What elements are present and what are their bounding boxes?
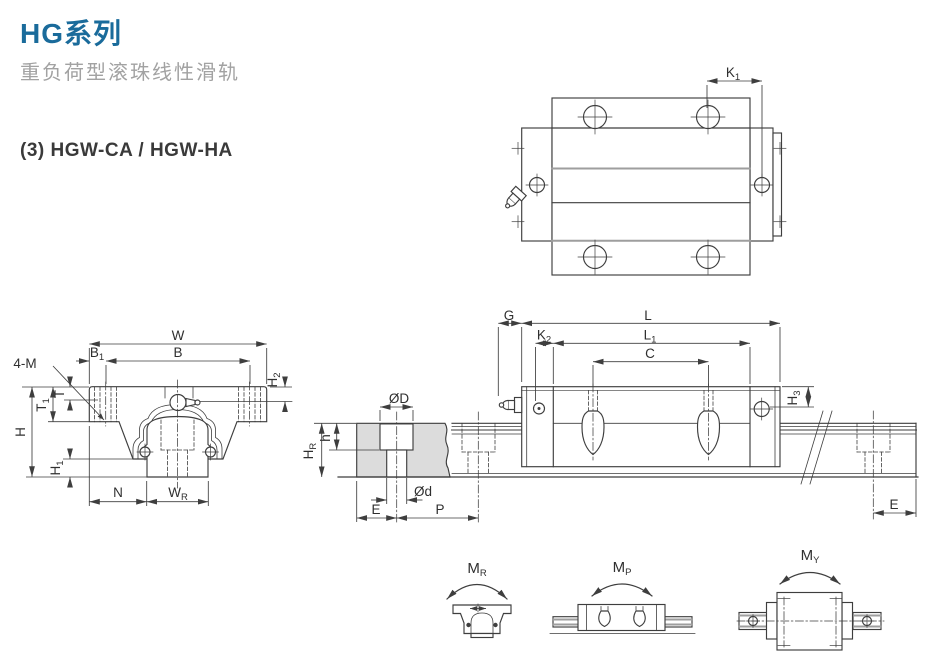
dim-label-g: G [504, 308, 515, 323]
dim-label-w: W [172, 328, 185, 343]
moment-arrow-mr [446, 584, 508, 600]
dim-label-e-right: E [889, 497, 898, 512]
dim-label-l: L [644, 308, 652, 323]
moment-arrow-my [779, 572, 841, 585]
grease-nipple-front-icon [164, 386, 293, 412]
page-title: HG系列 [20, 18, 123, 49]
dim-n-wr: N WR [88, 426, 209, 506]
dim-label-h: H [13, 427, 28, 437]
top-view-drawing: K1 [505, 65, 787, 276]
dim-label-k2: K2 [537, 328, 551, 346]
moment-label-mr: MR [467, 560, 487, 579]
moment-mr-diagram: MR [446, 560, 512, 639]
dim-l1: L1 [552, 328, 751, 384]
dim-g: G [497, 308, 523, 396]
ball-slot-1 [581, 383, 605, 461]
rail-bolt-hole-hidden [160, 419, 195, 477]
dim-label-e-left: E [371, 502, 380, 517]
dim-l: L [521, 308, 781, 382]
rail-hole-hidden-left [461, 411, 496, 523]
dim-label-n: N [113, 485, 123, 500]
dim-od: ØD [379, 391, 414, 421]
dim-label-p: P [435, 502, 444, 517]
dim-label-4m: 4-M [13, 356, 36, 371]
moment-label-my: MY [801, 547, 821, 566]
page-subtitle: 重负荷型滚珠线性滑轨 [20, 62, 240, 84]
dim-od-small: Ød [371, 478, 432, 504]
dim-e-left-p: E P [356, 411, 479, 523]
moment-label-mp: MP [613, 559, 632, 578]
dim-label-od: ØD [389, 391, 410, 406]
dim-h1: H1 [48, 448, 133, 488]
dim-b: B [105, 345, 251, 384]
dim-label-k1: K1 [726, 65, 740, 83]
dim-label-b: B [173, 345, 182, 360]
dim-k2: K2 [535, 328, 554, 401]
flange-bolt-holes-hidden [94, 381, 261, 427]
moment-my-diagram: MY [736, 547, 885, 651]
dim-h2: H2 [265, 372, 292, 412]
side-view-drawing: G L K2 L1 [301, 308, 919, 523]
dim-label-b1: B1 [90, 345, 104, 363]
rail-hole-hidden-right [856, 410, 891, 520]
dim-label-wr: WR [168, 485, 188, 503]
dim-e-right: E [873, 479, 917, 517]
dim-label-c: C [645, 346, 655, 361]
dim-label-t1: T1 [34, 398, 52, 412]
dim-label-h2: H2 [265, 372, 283, 387]
front-view-drawing: W B B1 4-M H [13, 328, 293, 506]
dim-h-bore: h [318, 423, 379, 451]
dim-label-l1: L1 [644, 328, 657, 346]
dim-label-h3: H3 [785, 390, 803, 405]
grease-nipple-icon [505, 185, 528, 209]
dim-h: H [13, 387, 35, 477]
dim-c: C [592, 346, 709, 387]
dim-b1: B1 [76, 345, 104, 364]
moment-mp-diagram: MP [549, 559, 696, 634]
label-4m: 4-M [13, 356, 105, 421]
mounting-holes [577, 99, 726, 275]
dim-label-h1: H1 [48, 460, 66, 475]
dim-label-hr: HR [301, 443, 319, 460]
dim-k1: K1 [706, 65, 763, 178]
dim-label-od-small: Ød [414, 484, 432, 499]
grease-nipple-side-icon [498, 396, 523, 414]
dim-label-t: T [52, 390, 67, 398]
dim-t1: T1 [34, 387, 89, 423]
ball-slot-2 [696, 383, 721, 461]
dim-label-h-bore: h [318, 434, 333, 442]
dim-h3: H3 [770, 386, 814, 408]
moment-arrow-mp [591, 583, 653, 597]
section-heading: (3) HGW-CA / HGW-HA [20, 140, 233, 161]
dim-w: W [88, 328, 268, 384]
dim-hr: HR [301, 422, 356, 477]
